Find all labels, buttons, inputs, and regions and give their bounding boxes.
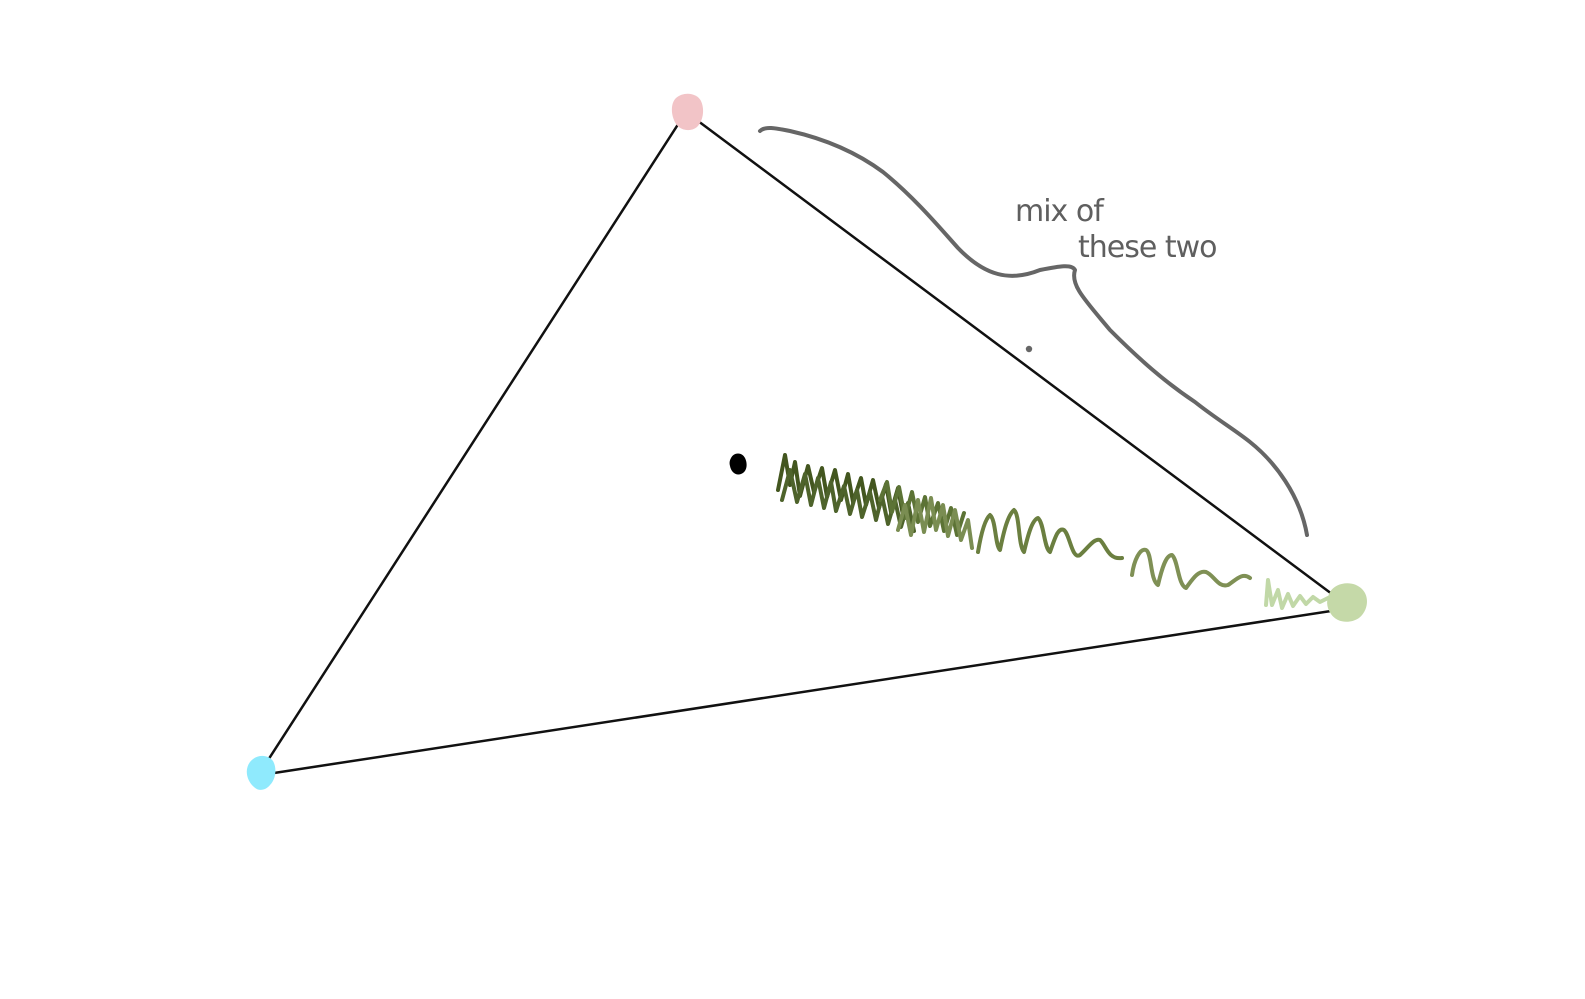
scribble-segment-olive-light — [1130, 547, 1252, 590]
vertex-top-pink — [671, 93, 704, 131]
scribble-segment-lightest — [1264, 578, 1330, 610]
vertex-right-green — [1327, 583, 1368, 622]
triangle-edge-left — [259, 110, 688, 773]
vertex-left-cyan — [246, 755, 276, 790]
triangle — [259, 110, 1346, 777]
triangle-edge-bottom — [259, 607, 1346, 777]
triangle-edge-right — [684, 110, 1346, 605]
interior-point — [729, 453, 747, 475]
annotation-text-line1: mix of — [1015, 194, 1105, 229]
annotation-text-line2: these two — [1078, 230, 1217, 265]
scribble-segment-mid — [896, 496, 974, 550]
brace-annotation — [758, 126, 1309, 537]
color-scribble — [776, 453, 1330, 610]
scribble-segment-olive — [976, 508, 1124, 561]
edge-point — [1025, 345, 1033, 353]
